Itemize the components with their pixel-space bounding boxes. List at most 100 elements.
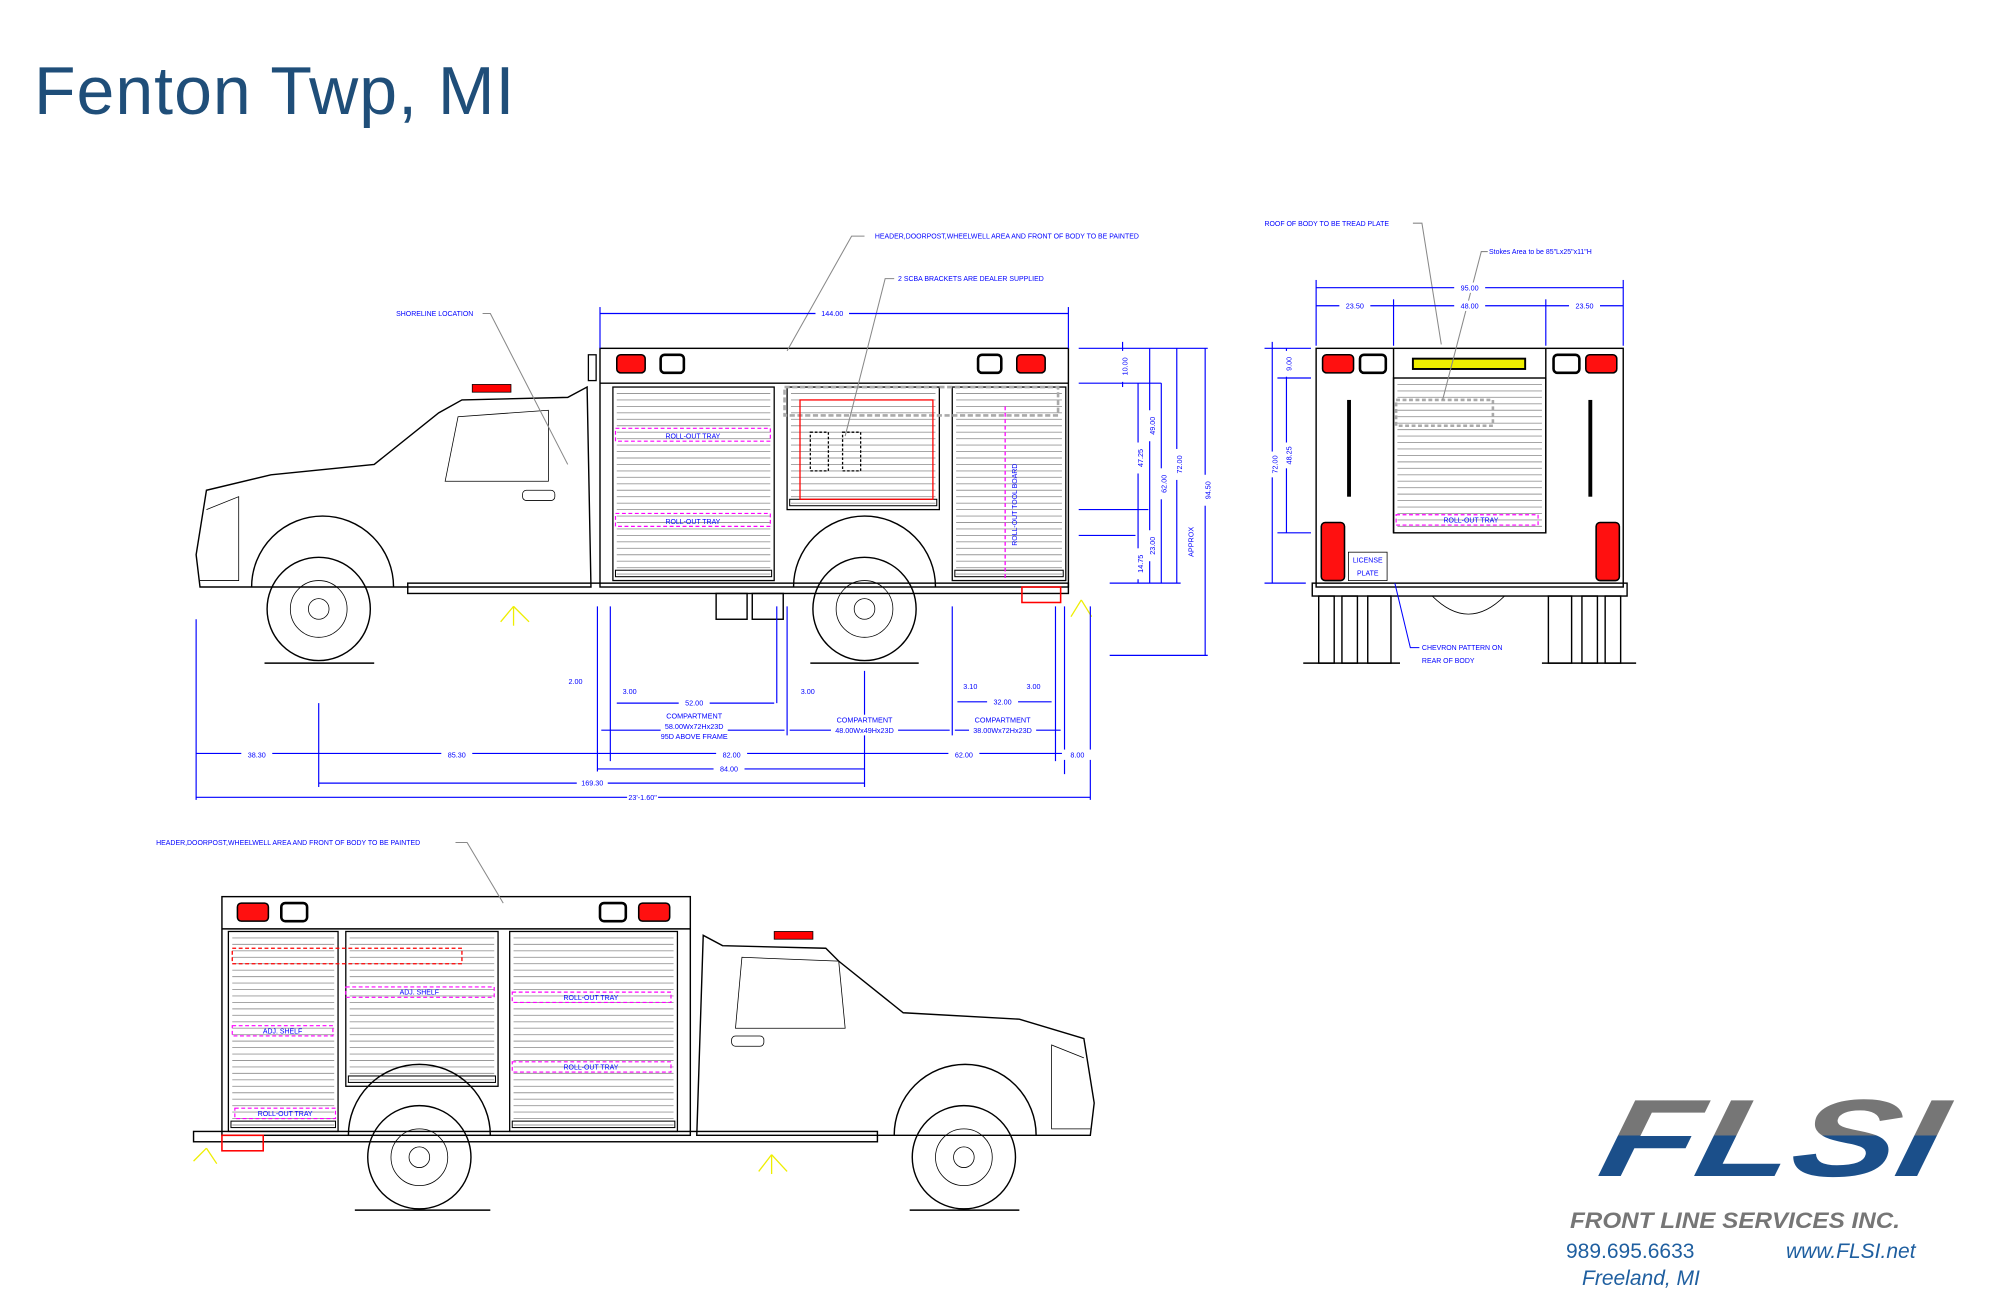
- company-location: Freeland, MI: [1582, 1267, 1700, 1290]
- logo-mark: FLSI: [1590, 1084, 1959, 1200]
- compartment-1-label: 95D ABOVE FRAME: [661, 732, 728, 741]
- street-side-view: ADJ. SHELF ADJ. SHELF ROLL-OUT TRAY ROLL…: [156, 840, 1095, 1211]
- tail-light: [1595, 521, 1621, 582]
- lightbar: [773, 931, 814, 940]
- roll-up-door: [612, 386, 775, 582]
- scba-bracket: [841, 431, 862, 472]
- license-plate-label: LICENSE: [1353, 557, 1383, 564]
- dim-rear_overhang: 8.00: [1070, 750, 1084, 759]
- lightbar: [471, 384, 512, 393]
- front-wheel: [911, 1104, 1017, 1210]
- compartment-1-label: 58.00Wx72Hx23D: [665, 722, 724, 731]
- flsi-logo: FLSI FRONT LINE SERVICES INC. 989.695.66…: [1566, 1084, 1960, 1290]
- roll-up-door: [345, 930, 499, 1087]
- cab-outline: [195, 385, 592, 588]
- roll-out-tray-label: ROLL-OUT TRAY: [564, 1065, 619, 1072]
- dim-overall_h: 94.50: [1203, 481, 1212, 499]
- paint-note: HEADER,DOORPOST,WHEELWELL AREA AND FRONT…: [875, 234, 1139, 241]
- dim-rear-height: 72.00: [1270, 455, 1279, 473]
- door-handle-bar: [614, 569, 773, 578]
- door-handle-bar: [954, 569, 1064, 578]
- dim-cab_to_body: 85.30: [448, 750, 466, 759]
- roll-out-tray-label: ROLL-OUT TRAY: [665, 434, 720, 441]
- compartment-2-label: COMPARTMENT: [837, 715, 893, 724]
- front-wheel: [266, 556, 372, 662]
- rear-lightbar: [1411, 357, 1527, 370]
- dim-rear-door: 48.25: [1285, 446, 1294, 464]
- roll-out-tray-label: ROLL-OUT TRAY: [564, 995, 619, 1002]
- roll-out-tray-label: ROLL-OUT TRAY: [258, 1111, 313, 1118]
- dim-wheelbase: 169.30: [581, 779, 603, 788]
- side-view: ROLL-OUT TRAY ROLL-OUT TRAY ROLL-OUT TOO…: [195, 234, 1212, 803]
- tool-board-label: ROLL-OUT TOOL BOARD: [1012, 464, 1019, 546]
- dim-comp3_w: 32.00: [994, 697, 1012, 706]
- dim-d49: 49.00: [1148, 417, 1157, 435]
- body-outline: [599, 347, 1070, 588]
- door-handle-bar: [230, 1120, 336, 1129]
- rear-wheel: [812, 556, 917, 662]
- paint-note: HEADER,DOORPOST,WHEELWELL AREA AND FRONT…: [156, 840, 420, 847]
- page-title: Fenton Twp, MI: [34, 53, 516, 129]
- rear-body-outline: [1315, 347, 1624, 588]
- cab-outline: [696, 934, 1095, 1137]
- phone-number: 989.695.6633: [1566, 1240, 1694, 1263]
- compartment-3-label: COMPARTMENT: [975, 715, 1031, 724]
- marker-light: [976, 353, 1003, 375]
- tread-plate: [783, 385, 1060, 417]
- license-plate-label: PLATE: [1357, 570, 1379, 577]
- dim-approx: APPROX: [1187, 527, 1196, 557]
- compartment-1-label: COMPARTMENT: [666, 712, 722, 721]
- dim-d47: 47.25: [1136, 449, 1145, 467]
- dim-comp1_w: 52.00: [685, 699, 703, 708]
- dim-body-length: 144.00: [821, 309, 843, 318]
- dim-rear-width: 95.00: [1461, 283, 1479, 292]
- compartment-2-label: 48.00Wx49Hx23D: [835, 726, 894, 735]
- marker-light: [616, 354, 646, 374]
- stokes-note: Stokes Area to be 85"Lx25"x11"H: [1489, 249, 1592, 256]
- dim-d2: 2.00: [568, 677, 582, 686]
- dim-d14: 14.75: [1136, 555, 1145, 573]
- dim-rear-right: 23.50: [1575, 301, 1593, 310]
- stokes-area: [1394, 398, 1495, 428]
- door-handle-bar: [511, 1120, 676, 1129]
- rear-wheel: [367, 1104, 472, 1210]
- marker-light: [1016, 354, 1046, 374]
- shoreline-note: SHORELINE LOCATION: [396, 311, 473, 318]
- dim-rear-top: 9.00: [1285, 357, 1294, 371]
- scba-area: [799, 399, 934, 500]
- dim-d62: 62.00: [1159, 475, 1168, 493]
- dim-gap2: 3.00: [801, 687, 815, 696]
- adj-shelf-label: ADJ. SHELF: [263, 1028, 302, 1035]
- scba-bracket: [809, 431, 830, 472]
- adj-shelf-label: ADJ. SHELF: [400, 990, 439, 997]
- dim-overall_length: 23'-1.60": [628, 793, 657, 802]
- dim-rear-left: 23.50: [1346, 301, 1364, 310]
- roll-out-tray-label: ROLL-OUT TRAY: [665, 519, 720, 526]
- marker-light: [659, 353, 686, 375]
- door-handle-bar: [347, 1075, 496, 1083]
- rear-view: ROLL-OUT TRAY LICENSE PLATE ROOF OF BODY…: [1264, 221, 1637, 665]
- tail-light: [1320, 521, 1346, 582]
- dim-d84: 84.00: [720, 764, 738, 773]
- chevron-note: REAR OF BODY: [1422, 658, 1475, 665]
- license-plate: [1348, 551, 1388, 581]
- dim-gap3: 3.10: [963, 682, 977, 691]
- rear-tray-label: ROLL-OUT TRAY: [1444, 518, 1499, 525]
- compartment-3-label: 38.00Wx72Hx23D: [973, 726, 1032, 735]
- dim-d62b: 62.00: [955, 750, 973, 759]
- dim-d23: 23.00: [1148, 537, 1157, 555]
- dim-gap1: 3.00: [623, 687, 637, 696]
- dim-gap4: 3.00: [1027, 682, 1041, 691]
- door-handle-bar: [789, 498, 938, 507]
- dim-front_overhang: 38.30: [248, 750, 266, 759]
- company-name: FRONT LINE SERVICES INC.: [1570, 1208, 1900, 1233]
- chevron-note: CHEVRON PATTERN ON: [1422, 645, 1502, 652]
- dim-rear-center: 48.00: [1461, 301, 1479, 310]
- dim-header_h: 10.00: [1121, 357, 1130, 375]
- body-outline: [221, 895, 692, 1137]
- website-link[interactable]: www.FLSI.net: [1786, 1240, 1917, 1263]
- roof-note: ROOF OF BODY TO BE TREAD PLATE: [1265, 221, 1390, 228]
- dim-d72: 72.00: [1175, 455, 1184, 473]
- scba-note: 2 SCBA BRACKETS ARE DEALER SUPPLIED: [898, 276, 1044, 283]
